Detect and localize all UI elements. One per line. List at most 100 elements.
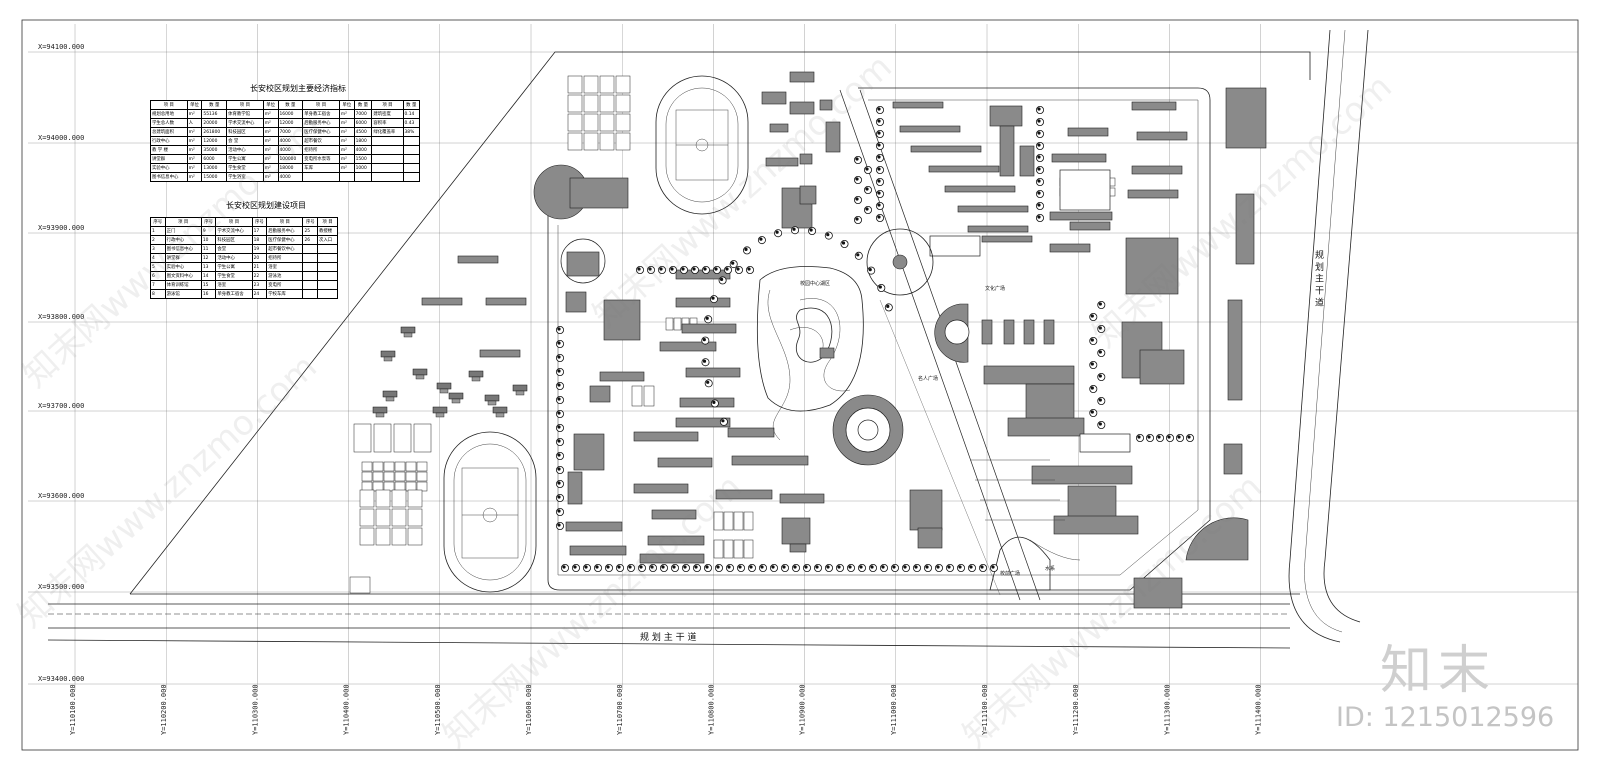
building <box>1025 383 1075 425</box>
tree-shade <box>557 369 561 373</box>
table-cell: 会堂 <box>215 244 253 254</box>
table-cell <box>302 253 318 263</box>
table1-header-8: 数 量 <box>353 100 373 110</box>
pavilion <box>380 350 396 358</box>
front-square <box>970 459 1081 591</box>
building <box>910 145 982 153</box>
tree-shade <box>877 143 881 147</box>
tree-shade <box>1037 131 1041 135</box>
table-cell: 学生总人数 <box>150 118 188 128</box>
tree-shade <box>557 495 561 499</box>
court <box>372 461 384 472</box>
table-cell <box>317 271 338 281</box>
pavilion <box>515 390 525 396</box>
table-cell <box>317 244 338 254</box>
tree-shade <box>702 338 706 342</box>
tree-shade <box>1090 410 1094 414</box>
table-cell: 活动中心 <box>226 145 264 155</box>
tree-shade <box>947 565 951 569</box>
building <box>675 297 731 308</box>
tree-shade <box>886 304 890 308</box>
tree-shade <box>639 565 643 569</box>
tree-shade <box>759 237 763 241</box>
building <box>633 483 689 494</box>
tree-shade <box>617 565 621 569</box>
tree-shade <box>991 565 995 569</box>
building-outline <box>1059 169 1111 211</box>
tree-shade <box>681 267 685 271</box>
table-cell: 38% <box>402 127 420 137</box>
tree-shade <box>573 565 577 569</box>
tree-shade <box>1090 386 1094 390</box>
tree-shade <box>692 267 696 271</box>
table1-header-10: 数 量 <box>402 100 420 110</box>
table-cell: 人 <box>186 118 203 128</box>
building <box>825 121 841 153</box>
building <box>731 455 809 466</box>
pavilion <box>432 406 448 414</box>
table1-header-9: 项 目 <box>371 100 404 110</box>
table-cell: 23 <box>251 280 268 290</box>
tree-shade <box>648 267 652 271</box>
table-cell: 正门 <box>164 226 202 236</box>
building <box>659 341 717 352</box>
table-cell: 绿化覆盖率 <box>371 127 404 137</box>
table-cell <box>371 163 404 173</box>
building <box>999 125 1015 177</box>
tree-shade <box>856 253 860 257</box>
table-cell <box>402 172 420 182</box>
lake-label: 校园中心湖区 <box>800 280 830 287</box>
table-cell: 20000 <box>201 118 228 128</box>
tree-shade <box>1098 326 1102 330</box>
building <box>457 255 499 264</box>
table-cell: 招待所 <box>266 253 304 263</box>
pavilion <box>435 412 445 418</box>
tree-shade <box>659 267 663 271</box>
tree-shade <box>584 565 588 569</box>
tree-shade <box>1167 435 1171 439</box>
pavilion <box>375 412 385 418</box>
building <box>819 99 833 111</box>
tree-shade <box>747 267 751 271</box>
building <box>765 157 799 167</box>
grid-label-y-12: Y=111300.000 <box>1163 684 1171 735</box>
tree-shade <box>859 565 863 569</box>
table1-header-5: 数 量 <box>277 100 304 110</box>
table-cell <box>317 280 338 290</box>
table-cell: 18 <box>251 235 268 245</box>
building <box>779 493 825 504</box>
campus-inner-road <box>557 99 1199 576</box>
tree-shade <box>1037 155 1041 159</box>
table1-header-4: 单位 <box>262 100 279 110</box>
tree-shade <box>557 439 561 443</box>
table-cell: 图书信息中心 <box>164 244 202 254</box>
court <box>416 471 428 482</box>
table-cell <box>402 136 420 146</box>
tree-shade <box>1137 435 1141 439</box>
court <box>361 471 373 482</box>
court <box>567 113 583 132</box>
tree-shade <box>683 565 687 569</box>
table-cell: 超市餐饮中心 <box>266 244 304 254</box>
court <box>743 511 754 531</box>
pavilion <box>436 382 452 390</box>
watermark-logo: 知末 <box>1380 641 1497 701</box>
building <box>789 71 815 83</box>
tree-shade <box>771 565 775 569</box>
tree-shade <box>557 481 561 485</box>
court <box>393 423 412 453</box>
court <box>733 511 744 531</box>
pavilion <box>385 396 395 402</box>
court <box>665 317 674 331</box>
grid-label-x-2: X=93900.000 <box>38 224 84 232</box>
pavilion <box>451 398 461 404</box>
pavilion <box>471 376 481 382</box>
building <box>981 235 1033 243</box>
building <box>479 349 521 358</box>
